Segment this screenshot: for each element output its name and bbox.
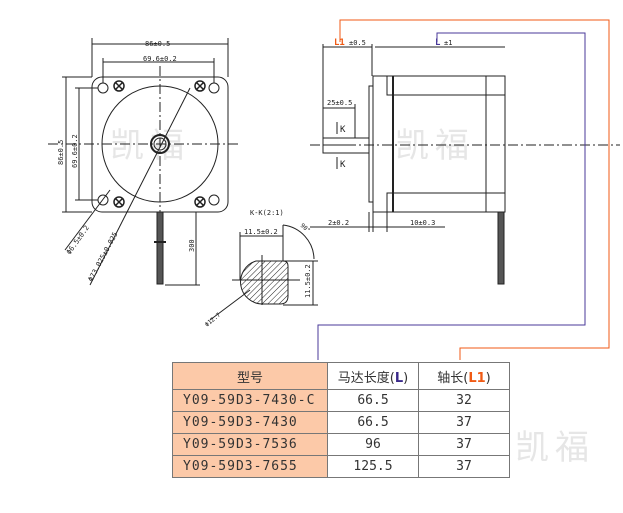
dim-width: 86±0.5 bbox=[145, 40, 170, 48]
cell-length: 66.5 bbox=[327, 389, 419, 412]
section-kk: K-K(2:1) 11.5±0.2 11.5±0.2 Φ12.7 90° bbox=[204, 209, 318, 329]
cell-model: Y09-59D3-7536 bbox=[172, 433, 328, 456]
dim-L-tol: ±1 bbox=[444, 39, 452, 47]
cell-length: 125.5 bbox=[327, 455, 419, 478]
dim-flat-height: 11.5±0.2 bbox=[304, 264, 312, 298]
dim-hole-spacing: 69.6±0.2 bbox=[143, 55, 177, 63]
cable bbox=[156, 211, 164, 285]
L1-leader-line bbox=[339, 19, 610, 360]
header-shaft: 轴长(L1) bbox=[418, 362, 510, 390]
cell-length: 96 bbox=[327, 433, 419, 456]
front-view: 86±0.5 69.6±0.2 86±0.5 69.6±0.2 Φ6.5±0.2… bbox=[48, 38, 240, 286]
watermark: 凯福 bbox=[395, 126, 475, 166]
dim-diameter: Φ12.7 bbox=[204, 311, 223, 328]
header-length: 马达长度(L) bbox=[327, 362, 419, 390]
cell-model: Y09-59D3-7430 bbox=[172, 411, 328, 434]
dim-L1-tol: ±0.5 bbox=[349, 39, 366, 47]
section-mark: K bbox=[340, 160, 346, 170]
screw-icon bbox=[113, 80, 206, 208]
dim-flat: 25±0.5 bbox=[327, 99, 352, 107]
dim-L-label: L bbox=[435, 38, 441, 48]
table-header: 型号 马达长度(L) 轴长(L1) bbox=[172, 362, 510, 390]
watermark: 凯福 bbox=[515, 428, 595, 468]
dim-height: 86±0.5 bbox=[57, 140, 65, 165]
cell-model: Y09-59D3-7430-C bbox=[172, 389, 328, 412]
dim-flat-width: 11.5±0.2 bbox=[244, 228, 278, 236]
cell-shaft: 37 bbox=[418, 455, 510, 478]
cell-model: Y09-59D3-7655 bbox=[172, 455, 328, 478]
cell-shaft: 37 bbox=[418, 433, 510, 456]
dim-flange: 2±0.2 bbox=[328, 219, 349, 227]
dim-hole: Φ6.5±0.2 bbox=[65, 224, 91, 256]
dim-cable: 300 bbox=[188, 239, 196, 252]
cell-shaft: 32 bbox=[418, 389, 510, 412]
section-mark: K bbox=[340, 125, 346, 135]
section-title: K-K(2:1) bbox=[250, 209, 284, 217]
cell-shaft: 37 bbox=[418, 411, 510, 434]
side-view: L1 ±0.5 L ±1 25±0.5 K K 2±0.2 10±0.3 bbox=[310, 38, 620, 285]
dim-pilot: Φ73.025±0.025 bbox=[87, 231, 120, 283]
dim-hole-spacing-v: 69.6±0.2 bbox=[71, 134, 79, 168]
header-model: 型号 bbox=[172, 362, 328, 390]
cell-length: 66.5 bbox=[327, 411, 419, 434]
watermark: 凯福 bbox=[110, 126, 190, 166]
dim-L1-label: L1 bbox=[334, 38, 345, 48]
L-leader-line bbox=[317, 32, 586, 360]
dim-pilot-len: 10±0.3 bbox=[410, 219, 435, 227]
